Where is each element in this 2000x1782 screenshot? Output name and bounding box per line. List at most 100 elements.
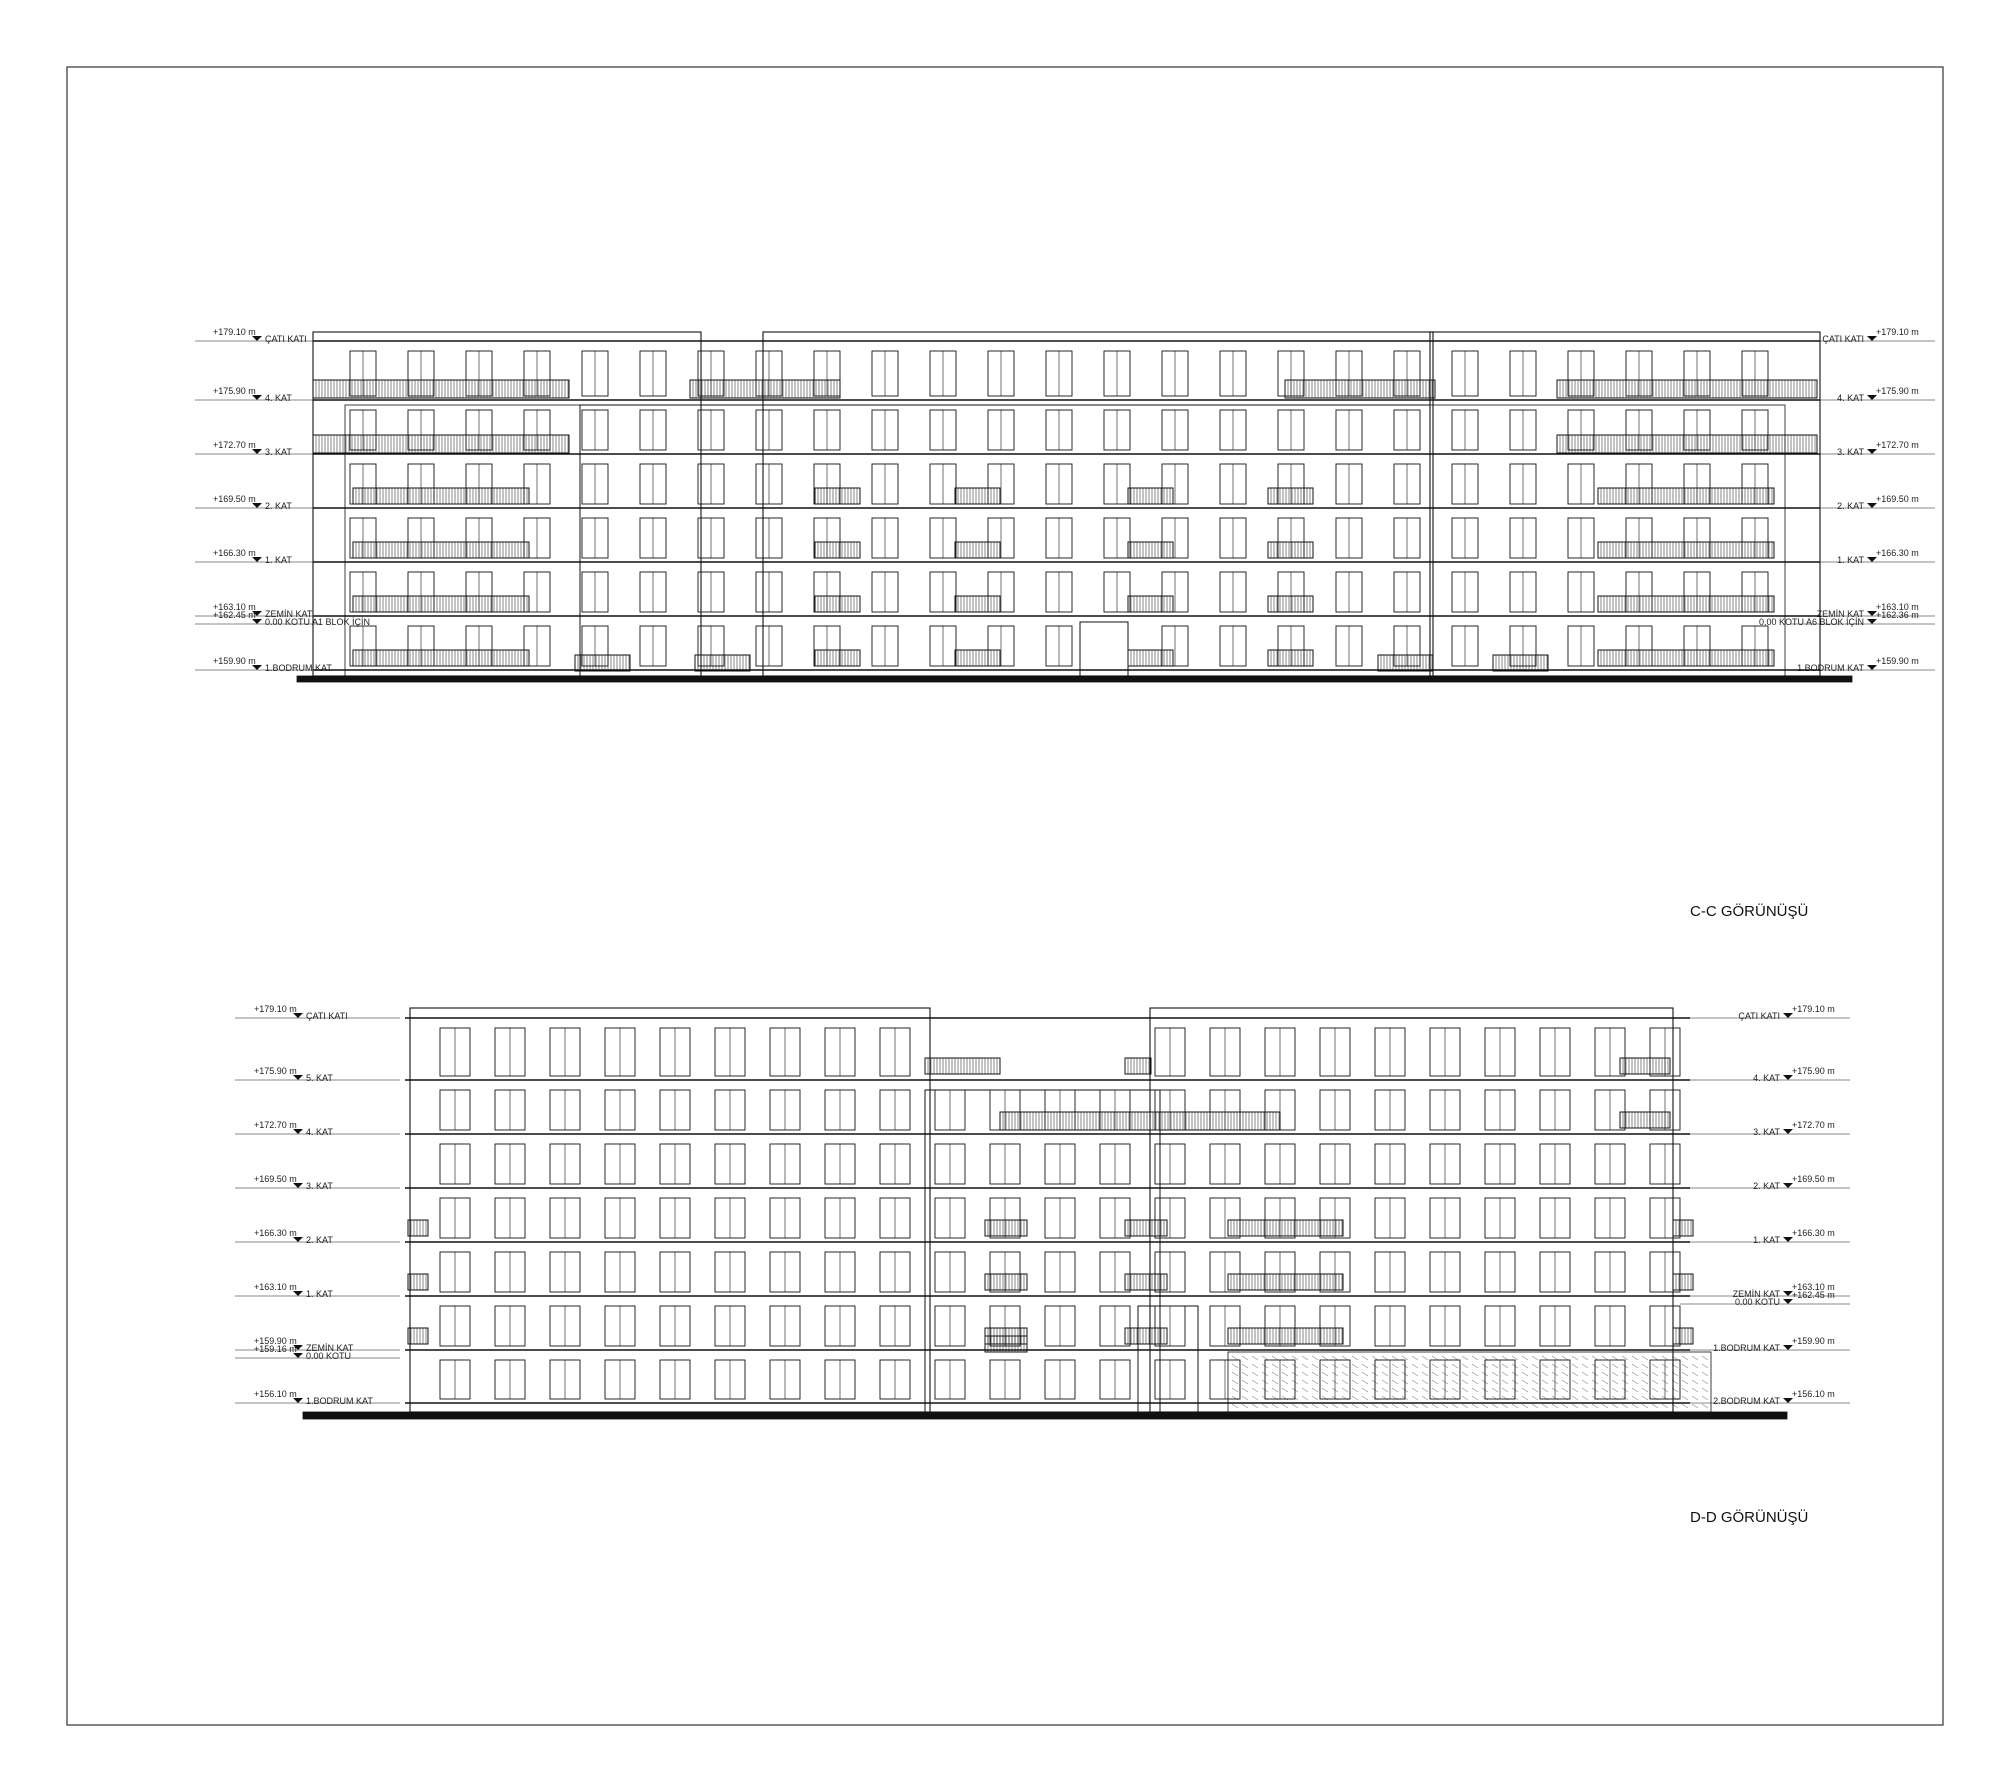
window (813, 409, 841, 451)
window (934, 1359, 966, 1400)
window (1374, 1251, 1406, 1293)
window (1683, 409, 1711, 451)
window (1451, 517, 1479, 559)
level-name: 1.BODRUM KAT (306, 1396, 373, 1406)
window (879, 1197, 911, 1239)
level-elevation: +179.10 m (1876, 327, 1919, 337)
balcony-railing (352, 649, 530, 667)
window (1393, 517, 1421, 559)
balcony-railing (694, 654, 751, 672)
window (755, 571, 783, 613)
level-name: ÇATI KATI (306, 1011, 348, 1021)
level-name: 4. KAT (1753, 1073, 1780, 1083)
window (1594, 1251, 1626, 1293)
window (1741, 571, 1769, 613)
window (659, 1143, 691, 1185)
window (1209, 1027, 1241, 1077)
window (1683, 350, 1711, 397)
window (1319, 1027, 1351, 1077)
level-marker: +163.10 m1. KAT (235, 1282, 400, 1299)
level-marker: +169.50 m2. KAT (1680, 1174, 1850, 1191)
window (1741, 517, 1769, 559)
window (1429, 1089, 1461, 1131)
window (714, 1359, 746, 1400)
window (929, 571, 957, 613)
window (1509, 350, 1537, 397)
level-triangle-icon (252, 665, 262, 670)
window (1335, 409, 1363, 451)
window (1219, 409, 1247, 451)
window (1335, 463, 1363, 505)
window (1625, 571, 1653, 613)
window (604, 1251, 636, 1293)
dd-building (405, 1007, 1712, 1413)
window (1264, 1359, 1296, 1400)
window (581, 517, 609, 559)
level-elevation: +163.10 m (254, 1282, 297, 1292)
balcony-railing (407, 1219, 429, 1237)
window (1099, 1359, 1131, 1400)
level-name: 4. KAT (306, 1127, 333, 1137)
window (1045, 409, 1073, 451)
window (1044, 1251, 1076, 1293)
level-elevation: +166.30 m (254, 1228, 297, 1238)
level-marker: +175.90 m4. KAT (1680, 1066, 1850, 1083)
window (1741, 625, 1769, 667)
level-elevation: +179.10 m (213, 327, 256, 337)
window (929, 517, 957, 559)
balcony-railing (1124, 1219, 1168, 1237)
level-triangle-icon (252, 395, 262, 400)
window (581, 625, 609, 667)
window (755, 463, 783, 505)
window (1319, 1251, 1351, 1293)
window (549, 1089, 581, 1131)
window (714, 1305, 746, 1347)
balcony-railing (954, 595, 1001, 613)
window (1099, 1089, 1131, 1131)
window (1044, 1305, 1076, 1347)
window (989, 1089, 1021, 1131)
level-triangle-icon (1867, 611, 1877, 616)
level-name: 4. KAT (1837, 393, 1864, 403)
window (1277, 625, 1305, 667)
window (639, 571, 667, 613)
level-name: 1.BODRUM KAT (1797, 663, 1864, 673)
window (407, 571, 435, 613)
window (439, 1027, 471, 1077)
level-name: 3. KAT (265, 447, 292, 457)
window (1374, 1359, 1406, 1400)
level-elevation: +159.90 m (213, 656, 256, 666)
dd-block-left (409, 1007, 931, 1413)
window (1161, 517, 1189, 559)
balcony-railing (954, 649, 1001, 667)
balcony-railing (352, 541, 530, 559)
window (1103, 409, 1131, 451)
window (697, 517, 725, 559)
window (989, 1359, 1021, 1400)
window (1161, 409, 1189, 451)
balcony-railing (407, 1273, 429, 1291)
window (987, 625, 1015, 667)
level-triangle-icon (1783, 1345, 1793, 1350)
level-name: 3. KAT (1753, 1127, 1780, 1137)
window (349, 625, 377, 667)
level-triangle-icon (293, 1075, 303, 1080)
window (1649, 1251, 1681, 1293)
window (1393, 463, 1421, 505)
window (1209, 1143, 1241, 1185)
window (659, 1305, 691, 1347)
window (934, 1305, 966, 1347)
window (1045, 517, 1073, 559)
window (549, 1305, 581, 1347)
window (697, 409, 725, 451)
level-marker: +162.45 m0.00 KOTU A1 BLOK İÇİN (195, 610, 370, 627)
level-marker: +172.70 m3. KAT (1680, 1120, 1850, 1137)
window (1264, 1027, 1296, 1077)
level-triangle-icon (293, 1237, 303, 1242)
window (1429, 1359, 1461, 1400)
balcony-railing (352, 487, 530, 505)
level-triangle-icon (252, 611, 262, 616)
window (604, 1089, 636, 1131)
window (1484, 1251, 1516, 1293)
